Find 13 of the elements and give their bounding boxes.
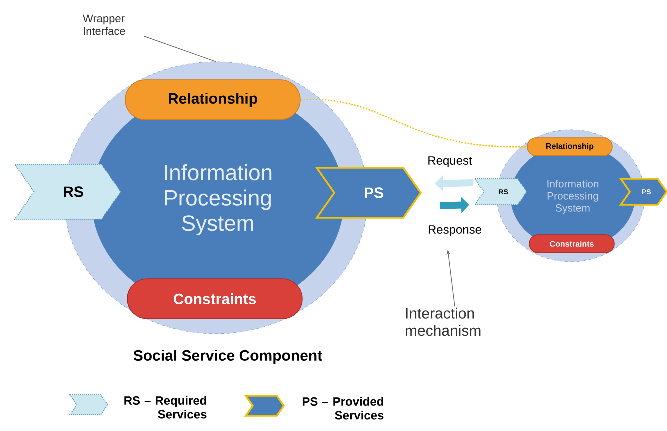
annotation-text: Interaction mechanism xyxy=(406,308,481,336)
rounded-label-box: Relationship xyxy=(125,80,301,120)
connector-line xyxy=(300,99,528,148)
legend-text: RS – Required Services xyxy=(124,396,207,419)
rounded-label-box: Constraints xyxy=(127,278,303,320)
edge-label: Response xyxy=(426,224,484,238)
leader-line xyxy=(144,36,216,62)
caption-text: Social Service Component xyxy=(134,350,322,364)
rounded-label-box: Relationship xyxy=(527,138,613,156)
rounded-label-box: Constraints xyxy=(529,234,615,254)
legend-text: PS – Provided Services xyxy=(302,397,384,420)
annotation-text: Wrapper Interface xyxy=(83,14,126,36)
edge-label: Request xyxy=(426,156,474,168)
